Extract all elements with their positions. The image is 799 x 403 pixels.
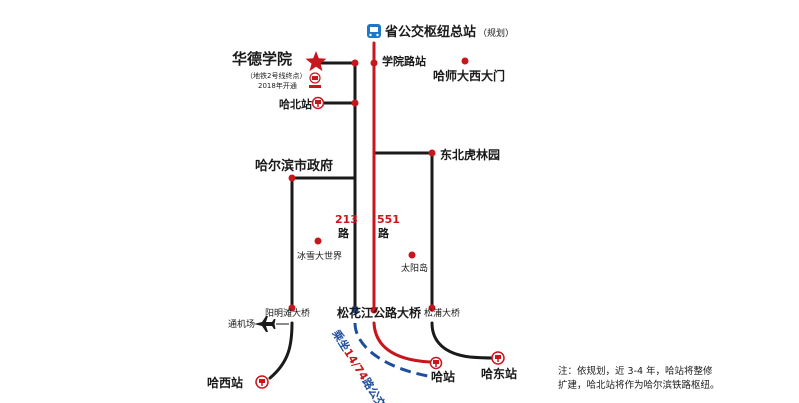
star-icon: [305, 51, 327, 72]
railway-icon: [429, 356, 443, 370]
route-213-suffix: 路: [338, 226, 350, 240]
haxi-label: 哈西站: [207, 375, 243, 390]
railway-icon: [255, 375, 269, 389]
route-551-number: 551: [377, 213, 400, 226]
ice-snow-label: 冰雪大世界: [297, 250, 342, 262]
red-route-line: [372, 41, 432, 364]
hashida-label: 哈师大西大门: [433, 68, 505, 83]
hadong-label: 哈东站: [481, 366, 517, 381]
huade-note-line2: 2018年开通: [258, 81, 297, 90]
railway-icon: [311, 96, 325, 110]
railway-icon: [491, 351, 505, 365]
huade-label: 华德学院: [232, 50, 292, 68]
xueyuan-road-label: 学院路站: [382, 54, 426, 68]
songhuajiang-dot-1: [351, 306, 359, 314]
note-line2: 扩建，哈北站将作为哈尔滨铁路枢纽。: [558, 379, 720, 391]
note-line1: 注：依规划，近 3-4 年，哈站将整修: [558, 365, 713, 377]
plane-icon: [254, 316, 276, 332]
tiger-park-label: 东北虎林园: [440, 147, 500, 162]
transfer-label: 乘坐14/74路公交车: [329, 326, 395, 403]
yangmingtan-label: 阳明滩大桥: [265, 307, 310, 319]
sun-island-label: 太阳岛: [401, 262, 428, 274]
airport-label: 通机场: [228, 318, 255, 330]
station-dots: [288, 57, 469, 312]
route-551-suffix: 路: [378, 226, 390, 240]
transfer-line: [353, 322, 429, 378]
hazhan-label: 哈站: [431, 369, 455, 384]
metro-logo-icon: [309, 72, 321, 88]
harbin-gov-label: 哈尔滨市政府: [255, 158, 333, 174]
songhuajiang-label: 松花江公路大桥: [337, 305, 422, 320]
huade-note-line1: （地铁2号线终点）: [246, 71, 306, 80]
route-213-number: 213: [335, 213, 358, 226]
dark-route-lines: [268, 61, 497, 380]
songhuajiang-dot-2: [370, 306, 378, 314]
hub-title: 省公交枢纽总站 （规划）: [367, 24, 514, 40]
songpu-label: 松浦大桥: [424, 307, 460, 319]
habei-label: 哈北站: [279, 97, 312, 111]
bus-icon: [367, 24, 381, 38]
hub-name: 省公交枢纽总站: [384, 24, 476, 40]
hub-note: （规划）: [478, 27, 514, 39]
